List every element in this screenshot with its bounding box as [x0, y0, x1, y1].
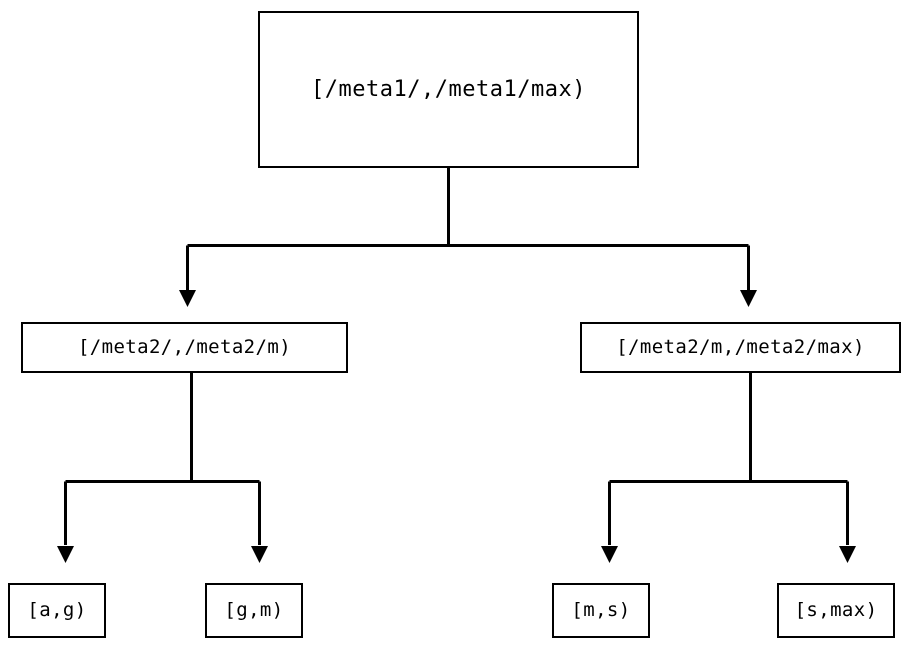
arrowhead-to-leaf-ag: [57, 546, 74, 563]
arrowhead-to-mid-right: [740, 290, 757, 307]
tree-node-leaf-s-max[interactable]: [s,max): [777, 583, 895, 638]
tree-node-mid-right-label: [/meta2/m,/meta2/max): [616, 336, 865, 358]
tree-node-leaf-g-m-label: [g,m): [224, 599, 284, 621]
tree-node-mid-left-label: [/meta2/,/meta2/m): [77, 336, 292, 358]
tree-node-root[interactable]: [/meta1/,/meta1/max): [258, 11, 639, 168]
arrowhead-to-leaf-ms: [601, 546, 618, 563]
arrowhead-to-leaf-smax: [839, 546, 856, 563]
tree-node-root-label: [/meta1/,/meta1/max): [311, 76, 586, 102]
tree-node-leaf-m-s-label: [m,s): [571, 599, 631, 621]
arrowhead-to-leaf-gm: [251, 546, 268, 563]
tree-node-leaf-s-max-label: [s,max): [794, 599, 878, 621]
tree-node-leaf-m-s[interactable]: [m,s): [552, 583, 650, 638]
tree-node-mid-right[interactable]: [/meta2/m,/meta2/max): [580, 322, 901, 373]
tree-node-leaf-a-g[interactable]: [a,g): [8, 583, 106, 638]
tree-node-mid-left[interactable]: [/meta2/,/meta2/m): [21, 322, 348, 373]
tree-node-leaf-a-g-label: [a,g): [27, 599, 87, 621]
arrowhead-to-mid-left: [179, 290, 196, 307]
tree-node-leaf-g-m[interactable]: [g,m): [205, 583, 303, 638]
